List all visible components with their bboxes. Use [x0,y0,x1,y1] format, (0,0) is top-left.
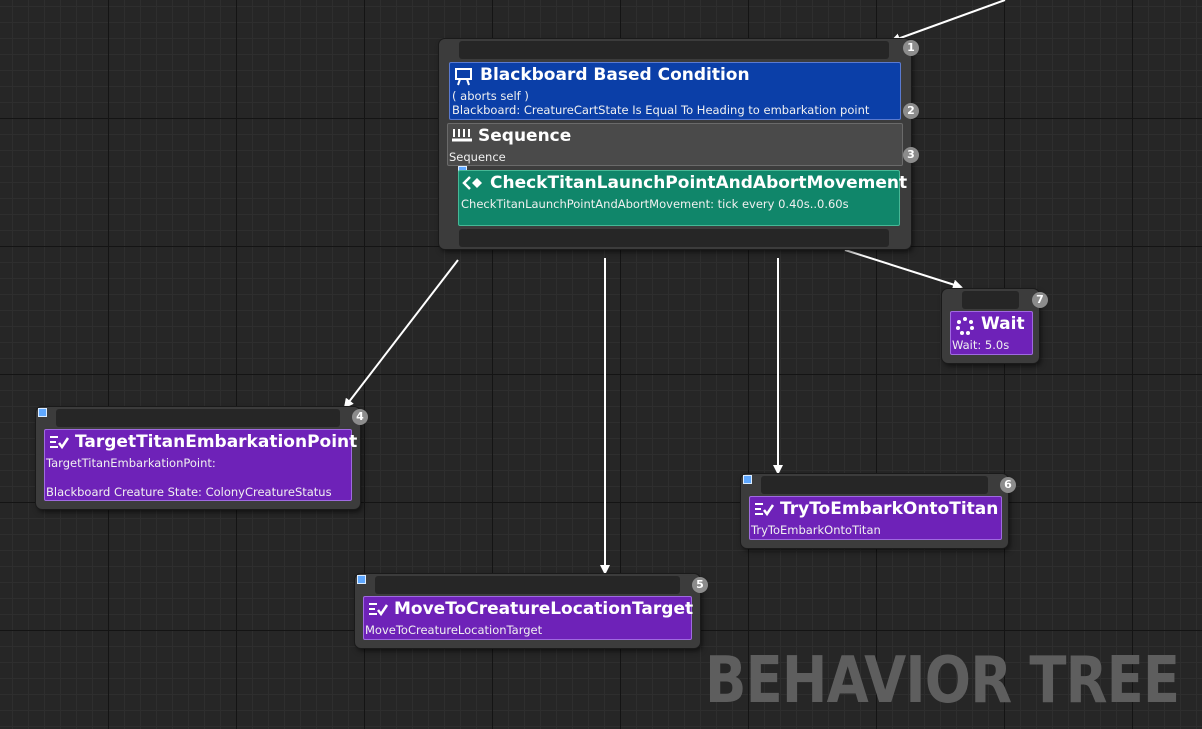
wire-to-task-7 [844,249,963,290]
task-node-try-to-embark-onto-titan[interactable]: 6 TryToEmbarkOntoTitan TryToEmbarkOntoTi… [741,474,1016,548]
check-titan-service[interactable]: CheckTitanLaunchPointAndAbortMovement Ch… [458,170,907,226]
task-description: TryToEmbarkOntoTitan [751,523,881,537]
execution-index-badge: 4 [352,409,368,425]
input-pin[interactable] [962,291,1019,309]
output-pin[interactable] [459,229,889,247]
task-blackboard-key: Blackboard Creature State: ColonyCreatur… [46,485,332,499]
task-card[interactable]: TryToEmbarkOntoTitan TryToEmbarkOntoTita… [749,496,1002,540]
breakpoint-marker [743,475,752,484]
task-icon [48,434,70,456]
task-node-target-titan-embarkation-point[interactable]: 4 TargetTitanEmbarkationPoint TargetTita… [36,407,368,509]
task-node-wait[interactable]: 7 Wait Wait: 5.0s [942,289,1048,363]
task-icon [367,601,389,623]
wait-icon [954,316,976,340]
input-pin[interactable] [761,476,988,494]
task-title: MoveToCreatureLocationTarget [394,599,694,619]
execution-index-badge: 6 [1000,477,1016,493]
sequence-subtitle: Sequence [449,150,506,164]
execution-index-badge: 7 [1032,292,1048,308]
wire-to-task-4 [343,259,459,409]
task-node-move-to-creature-location-target[interactable]: 5 MoveToCreatureLocationTarget MoveToCre… [355,574,708,648]
input-pin[interactable] [56,409,340,427]
task-card[interactable]: Wait Wait: 5.0s [950,311,1033,355]
breakpoint-marker [38,408,47,417]
task-description: Wait: 5.0s [952,338,1010,352]
task-description: MoveToCreatureLocationTarget [365,623,543,637]
sequence-title: Sequence [478,126,572,146]
task-title: TryToEmbarkOntoTitan [780,499,999,519]
service-description: CheckTitanLaunchPointAndAbortMovement: t… [461,197,849,211]
service-icon [462,175,484,195]
blackboard-decorator[interactable]: Blackboard Based Condition ( aborts self… [449,62,901,120]
decorator-index-badge: 2 [903,103,919,119]
sequence-node[interactable]: 1 Blackboard Based Condition ( aborts se… [439,39,919,249]
blackboard-icon [454,66,474,90]
task-card[interactable]: TargetTitanEmbarkationPoint TargetTitanE… [44,429,357,501]
task-title: TargetTitanEmbarkationPoint [75,432,358,452]
sequence-composite[interactable]: Sequence Sequence [447,123,903,166]
decorator-abort-mode: ( aborts self ) [452,89,529,103]
decorator-title: Blackboard Based Condition [480,65,750,85]
task-description: TargetTitanEmbarkationPoint: [46,456,216,470]
breakpoint-marker [357,575,366,584]
input-pin[interactable] [375,576,680,594]
task-icon [753,501,775,523]
decorator-description: Blackboard: CreatureCartState Is Equal T… [452,103,870,117]
execution-index-badge: 5 [692,577,708,593]
task-card[interactable]: MoveToCreatureLocationTarget MoveToCreat… [363,596,694,640]
wire-parent-to-root [890,0,1006,43]
input-pin[interactable] [459,41,889,59]
behavior-tree-watermark: BEHAVIOR TREE [705,644,1180,718]
service-title: CheckTitanLaunchPointAndAbortMovement [490,173,908,193]
task-title: Wait [981,314,1025,334]
sequence-icon [451,127,473,149]
execution-index-badge: 1 [903,40,919,56]
sequence-index-badge: 3 [903,147,919,163]
